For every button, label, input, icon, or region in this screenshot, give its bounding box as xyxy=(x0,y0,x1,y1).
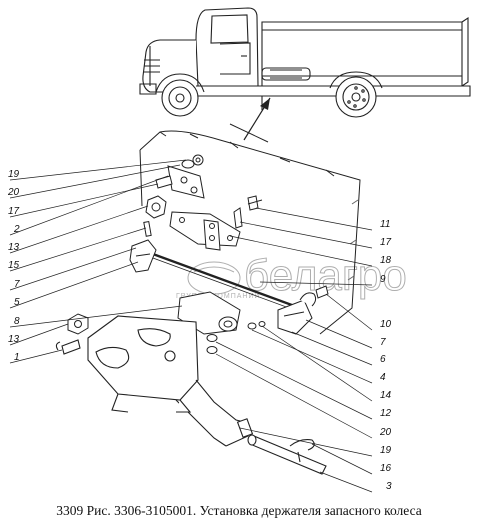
view-arrow xyxy=(229,97,271,143)
callout-7b: 7 xyxy=(380,337,386,348)
leader-lines xyxy=(9,159,373,493)
callout-10: 10 xyxy=(380,319,392,330)
callout-5: 5 xyxy=(14,297,20,308)
watermark-sub: ГРУППА КОМПАНИЙ xyxy=(176,291,261,300)
truck-illustration xyxy=(139,7,471,118)
callout-18: 18 xyxy=(380,255,392,266)
callout-19: 19 xyxy=(8,169,20,180)
callout-3: 3 xyxy=(386,481,392,492)
callout-9: 9 xyxy=(380,274,386,285)
callout-8: 8 xyxy=(14,316,20,327)
frame-plate xyxy=(139,130,361,335)
callout-1: 1 xyxy=(14,352,20,363)
holder-assembly xyxy=(67,154,329,354)
pin-assembly xyxy=(247,434,327,475)
callouts-right: 11 17 18 9 10 7 6 4 14 12 20 19 16 3 xyxy=(379,219,392,492)
callout-11: 11 xyxy=(380,219,390,230)
callout-19b: 19 xyxy=(380,445,392,456)
callout-20b: 20 xyxy=(379,427,392,438)
callout-16: 16 xyxy=(380,463,392,474)
callout-12: 12 xyxy=(380,408,392,419)
figure-caption: 3309 Рис. 3306-3105001. Установка держат… xyxy=(56,503,422,518)
callout-2: 2 xyxy=(13,224,20,235)
callout-13b: 13 xyxy=(8,334,20,345)
callout-7: 7 xyxy=(14,279,20,290)
callout-14: 14 xyxy=(380,390,392,401)
callout-15: 15 xyxy=(8,260,20,271)
callout-20: 20 xyxy=(7,187,20,198)
callout-6: 6 xyxy=(380,354,386,365)
callout-13: 13 xyxy=(8,242,20,253)
callouts-left: 19 20 17 2 13 15 7 5 8 13 1 xyxy=(7,169,20,363)
callout-17b: 17 xyxy=(380,237,392,248)
carrier-bracket xyxy=(55,315,254,447)
callout-4: 4 xyxy=(380,372,386,383)
callout-17: 17 xyxy=(8,206,20,217)
